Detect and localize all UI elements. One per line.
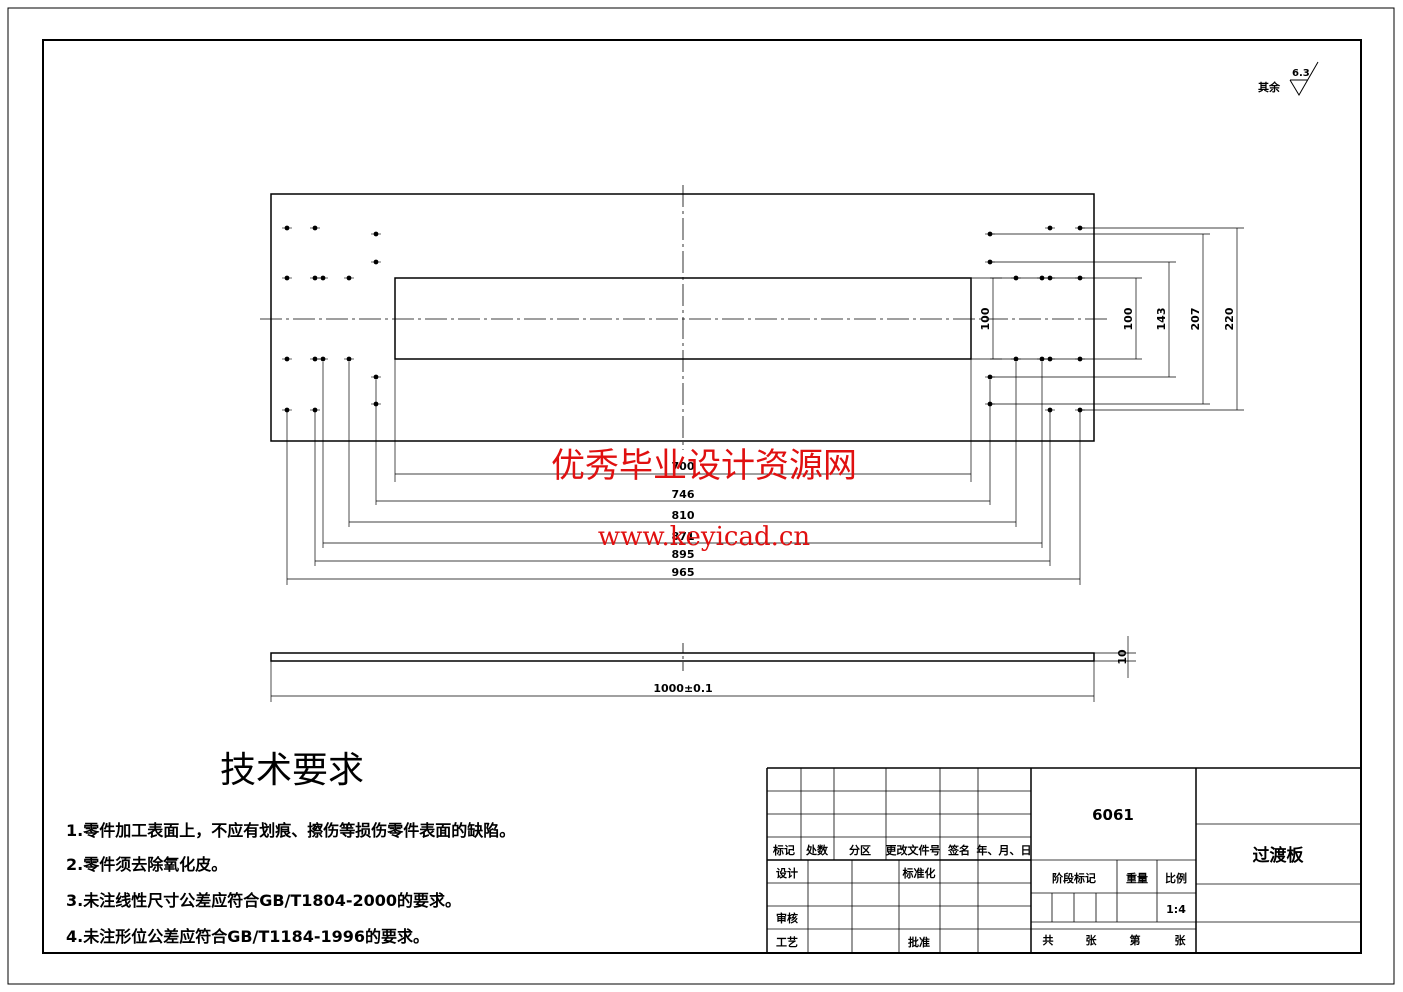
technical-requirements: 技术要求 1.零件加工表面上，不应有划痕、擦伤等损伤零件表面的缺陷。 2.零件须… [66, 750, 515, 946]
header-zone: 分区 [849, 843, 871, 857]
surface-finish-symbol: 其余 6.3 [1258, 61, 1319, 96]
header-doc-no: 更改文件号 [886, 843, 941, 857]
vertical-dimension-lines [971, 227, 1244, 411]
dim-v143: 143 [1155, 308, 1168, 331]
label-design: 设计 [776, 866, 798, 880]
label-sheets: 张 [1086, 933, 1098, 947]
scale-value: 1:4 [1166, 903, 1186, 916]
tech-requirement-item: 1.零件加工表面上，不应有划痕、擦伤等损伤零件表面的缺陷。 [66, 821, 515, 840]
surface-finish-value: 6.3 [1292, 68, 1310, 79]
dim-length: 1000±0.1 [653, 682, 712, 695]
tech-requirement-item: 2.零件须去除氧化皮。 [66, 855, 227, 874]
watermark-title: 优秀毕业设计资源网 [551, 446, 857, 486]
inner-frame [42, 39, 1362, 954]
dim-v100-slot: 100 [979, 307, 992, 330]
dim-v220: 220 [1223, 307, 1236, 330]
tech-requirement-item: 3.未注线性尺寸公差应符合GB/T1804-2000的要求。 [66, 891, 461, 910]
label-stage-mark: 阶段标记 [1052, 871, 1096, 885]
dim-746: 746 [672, 488, 695, 501]
plate-outline [270, 193, 1095, 442]
label-standardize: 标准化 [902, 866, 936, 880]
horizontal-dimension-lines [286, 359, 1081, 585]
label-sheet: 张 [1175, 933, 1187, 947]
header-mark: 标记 [772, 843, 795, 857]
header-date: 年、月、日 [977, 843, 1032, 857]
tech-requirement-item: 4.未注形位公差应符合GB/T1184-1996的要求。 [66, 927, 429, 946]
plate-side-outline [270, 652, 1095, 662]
watermark-url: www.keyicad.cn [598, 522, 811, 552]
header-sign: 签名 [947, 843, 970, 857]
dim-810: 810 [672, 509, 695, 522]
outer-border [7, 7, 1395, 985]
label-weight: 重量 [1126, 871, 1148, 885]
plan-view: 700 746 810 871 895 965 100 100 143 207 … [260, 185, 1244, 585]
dim-700: 700 [672, 460, 695, 473]
label-approve: 批准 [908, 935, 930, 949]
dim-thickness: 10 [1116, 649, 1129, 665]
surface-finish-prefix: 其余 [1258, 80, 1281, 94]
label-process: 工艺 [776, 935, 798, 949]
dim-895: 895 [672, 548, 695, 561]
label-review: 审核 [776, 911, 798, 925]
label-page: 第 [1130, 933, 1141, 947]
part-name: 过渡板 [1253, 845, 1305, 866]
title-block: 标记 处数 分区 更改文件号 签名 年、月、日 设计 标准化 审核 工艺 批准 … [766, 767, 1361, 953]
dim-871: 871 [672, 530, 695, 543]
label-scale: 比例 [1165, 871, 1187, 885]
tech-requirements-title: 技术要求 [220, 750, 364, 791]
dim-v100: 100 [1122, 307, 1135, 330]
dim-v207: 207 [1189, 308, 1202, 331]
header-count: 处数 [805, 843, 829, 857]
side-view: 1000±0.1 10 [270, 636, 1136, 702]
label-total: 共 [1043, 933, 1054, 947]
dim-965: 965 [672, 566, 695, 579]
material: 6061 [1092, 806, 1134, 824]
